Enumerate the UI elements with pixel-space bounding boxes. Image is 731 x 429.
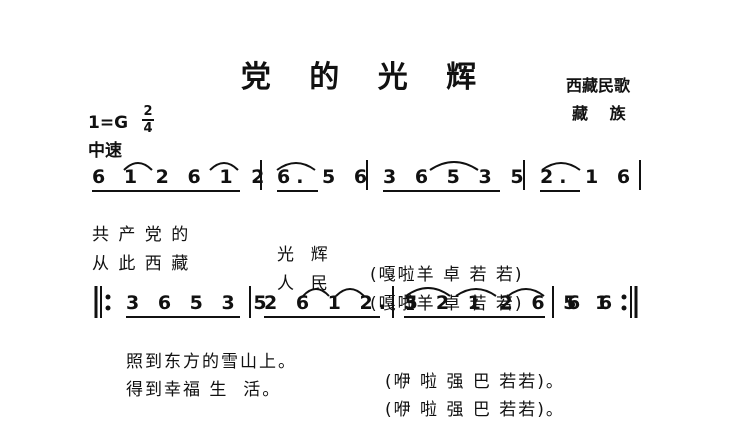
repeat-dot — [621, 294, 627, 300]
slur — [123, 162, 153, 171]
measure-2-4: 6 6 — [567, 292, 619, 314]
lyric-segment: 得到幸福 生 活。 — [126, 380, 282, 400]
lyric-segment: (嘎啦羊 卓 若 若) — [370, 294, 524, 314]
lyric-segment: (咿 啦 强 巴 若若)。 — [385, 372, 565, 392]
ethnicity-label: 藏 族 — [572, 104, 626, 123]
lyric-segment: 光 辉 — [277, 245, 330, 265]
measure-1-3: 3 6 5 3 5 — [383, 166, 530, 188]
lyrics-1-verse-1: 共 产 党 的 光 辉 (嘎啦羊 卓 若 若) — [0, 200, 731, 285]
lyric-segment: 照到东方的雪山上。 — [126, 352, 297, 372]
slur — [405, 287, 451, 297]
repeat-dot — [105, 305, 111, 311]
origin-label: 西藏民歌 — [566, 76, 631, 95]
measure-2-2: 2 6 1 2. 5 — [264, 292, 424, 314]
slur — [276, 162, 316, 171]
lyrics-2-verse-2: 得到幸福 生 活。 (咿 啦 强 巴 若若)。 — [0, 355, 731, 420]
time-signature: 2 4 — [142, 105, 154, 135]
repeat-dot — [105, 294, 111, 300]
measure-2-3: 3 2 1 2 6 5 1 — [404, 292, 615, 314]
lyric-segment: 从 此 西 藏 — [92, 254, 191, 274]
slur — [209, 162, 239, 171]
time-top: 2 — [143, 104, 153, 119]
lyric-segment: (嘎啦羊 卓 若 若) — [370, 265, 524, 285]
tempo-marking: 中速 — [88, 141, 122, 161]
slur — [507, 288, 545, 297]
lyric-segment: 共 产 党 的 — [92, 225, 191, 245]
measure-1-2: 6. 5 6 — [277, 166, 374, 188]
measure-2-1: 3 6 5 3 5 — [126, 292, 273, 314]
measure-1-1: 6 1 2 6 1 2 — [92, 166, 271, 188]
time-bottom: 4 — [143, 121, 153, 136]
staff-line-1: 6 1 2 6 1 2 6. 5 6 3 6 5 3 5 2. 1 6 — [0, 166, 731, 206]
measure-1-4: 2. 1 6 — [540, 166, 637, 188]
lyrics-1-verse-2: 从 此 西 藏 人 民 (嘎啦羊 卓 若 若) — [0, 229, 731, 314]
slur — [335, 288, 365, 297]
lyrics-2-verse-1: 照到东方的雪山上。 (咿 啦 强 巴 若若)。 — [0, 327, 731, 392]
song-title: 党 的 光 辉 — [240, 60, 491, 95]
repeat-dot — [621, 305, 627, 311]
lyric-segment: (咿 啦 强 巴 若若)。 — [385, 400, 565, 420]
slur — [541, 162, 581, 171]
slur — [302, 288, 330, 297]
slur — [455, 288, 497, 297]
slur — [429, 161, 479, 171]
key-signature: 1=G — [88, 113, 129, 133]
staff-line-2: 3 6 5 3 5 2 6 1 2. 5 3 2 1 2 6 5 1 6 6 — [0, 292, 731, 332]
